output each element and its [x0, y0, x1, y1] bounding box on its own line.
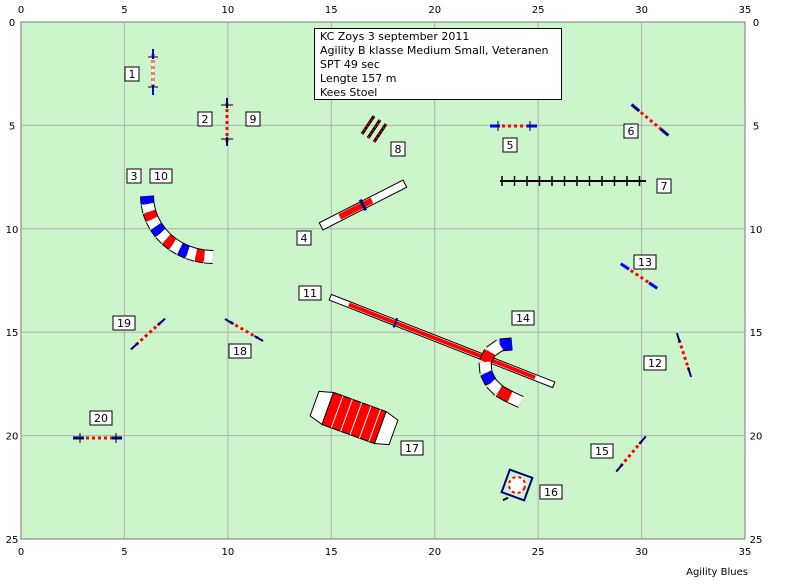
x-tick-label: 15	[325, 547, 338, 558]
obstacle-4-label: 4	[301, 232, 308, 245]
obstacle-13-jump	[619, 262, 659, 290]
y-tick-label: 5	[753, 121, 759, 132]
obstacle-14-tunnel	[478, 337, 524, 408]
obstacle-2-jump	[221, 98, 233, 146]
course-length: Lengte 157 m	[320, 72, 397, 85]
obstacle-label-box	[149, 168, 173, 184]
obstacle-label-box	[511, 310, 535, 326]
course-info-box: KC Zoys 3 september 2011 Agility B klass…	[314, 28, 562, 100]
obstacle-6-label: 6	[628, 125, 635, 138]
obstacle-label-box	[197, 111, 213, 127]
x-tick-label: 0	[18, 5, 24, 16]
y-tick-label: 20	[6, 432, 19, 443]
obstacle-label-box	[390, 141, 406, 157]
obstacle-19-jump	[130, 317, 166, 351]
x-tick-label: 5	[121, 547, 127, 558]
obstacle-label-box	[590, 443, 614, 459]
obstacle-label-box	[228, 343, 252, 359]
obstacle-16-tire	[500, 468, 534, 502]
y-tick-label: 25	[6, 535, 19, 546]
obstacle-label-box	[656, 178, 672, 194]
x-tick-label: 10	[221, 5, 234, 16]
obstacle-20-label: 20	[94, 412, 108, 425]
y-tick-label: 0	[9, 18, 15, 29]
x-tick-label: 0	[18, 547, 24, 558]
x-tick-label: 20	[428, 547, 441, 558]
obstacle-10-label: 10	[154, 170, 168, 183]
obstacle-12-label: 12	[648, 357, 662, 370]
x-tick-label: 20	[428, 5, 441, 16]
x-tick-label: 25	[532, 5, 545, 16]
y-tick-label: 0	[753, 18, 759, 29]
obstacle-8-triple-jump	[360, 115, 388, 143]
obstacle-18-label: 18	[233, 345, 247, 358]
obstacle-15-label: 15	[595, 445, 609, 458]
obstacle-5-jump	[490, 121, 537, 131]
obstacle-label-box	[502, 137, 518, 153]
obstacle-label-box	[539, 484, 563, 500]
y-tick-label: 10	[750, 225, 763, 236]
obstacle-17-collapsed-tunnel	[309, 390, 399, 446]
obstacle-11-label: 11	[303, 287, 317, 300]
class-name: Agility B klasse Medium Small, Veteranen	[320, 44, 549, 57]
y-tick-label: 15	[6, 328, 19, 339]
obstacle-12-jump	[675, 332, 693, 378]
obstacle-7-label: 7	[661, 180, 668, 193]
obstacle-13-label: 13	[638, 256, 652, 269]
obstacle-1-jump	[148, 49, 158, 95]
obstacle-label-box	[126, 168, 142, 184]
obstacle-label-box	[89, 410, 113, 426]
x-tick-label: 15	[325, 5, 338, 16]
obstacle-9-label: 9	[250, 113, 257, 126]
footer-credit: Agility Blues	[686, 567, 748, 578]
event-title: KC Zoys 3 september 2011	[320, 30, 470, 43]
obstacle-label-box	[296, 230, 312, 246]
obstacle-19-label: 19	[117, 317, 131, 330]
field-area	[20, 21, 746, 540]
x-tick-label: 5	[121, 5, 127, 16]
obstacle-label-box	[643, 355, 667, 371]
obstacle-20-jump	[73, 433, 122, 443]
x-tick-label: 30	[635, 5, 648, 16]
obstacle-label-box	[245, 111, 261, 127]
obstacle-3-10-tunnel	[140, 195, 214, 264]
obstacle-5-label: 5	[507, 139, 514, 152]
obstacle-label-box	[400, 440, 424, 456]
obstacle-17-label: 17	[405, 442, 419, 455]
x-tick-label: 35	[739, 5, 752, 16]
obstacle-label-box	[298, 285, 322, 301]
x-tick-label: 25	[532, 547, 545, 558]
standard-time: SPT 49 sec	[320, 58, 380, 71]
obstacle-4-seesaw	[318, 179, 408, 231]
obstacle-14-label: 14	[516, 312, 530, 325]
obstacle-1-label: 1	[129, 68, 136, 81]
obstacle-7-weave-poles	[500, 176, 646, 186]
x-tick-label: 30	[635, 547, 648, 558]
obstacle-18-jump	[224, 318, 264, 342]
obstacle-16-label: 16	[544, 486, 558, 499]
obstacle-3-label: 3	[131, 170, 138, 183]
obstacle-label-box	[633, 254, 657, 270]
y-tick-label: 15	[750, 328, 763, 339]
y-tick-label: 10	[6, 225, 19, 236]
y-tick-label: 25	[750, 535, 763, 546]
x-tick-label: 10	[221, 547, 234, 558]
obstacle-8-label: 8	[395, 143, 402, 156]
obstacle-15-jump	[615, 435, 647, 473]
x-tick-label: 35	[739, 547, 752, 558]
y-tick-label: 5	[9, 121, 15, 132]
obstacle-label-box	[124, 66, 140, 82]
obstacle-label-box	[112, 315, 136, 331]
obstacle-label-box	[623, 123, 639, 139]
y-tick-label: 20	[750, 432, 763, 443]
obstacle-2-label: 2	[202, 113, 209, 126]
judge-name: Kees Stoel	[320, 86, 378, 99]
